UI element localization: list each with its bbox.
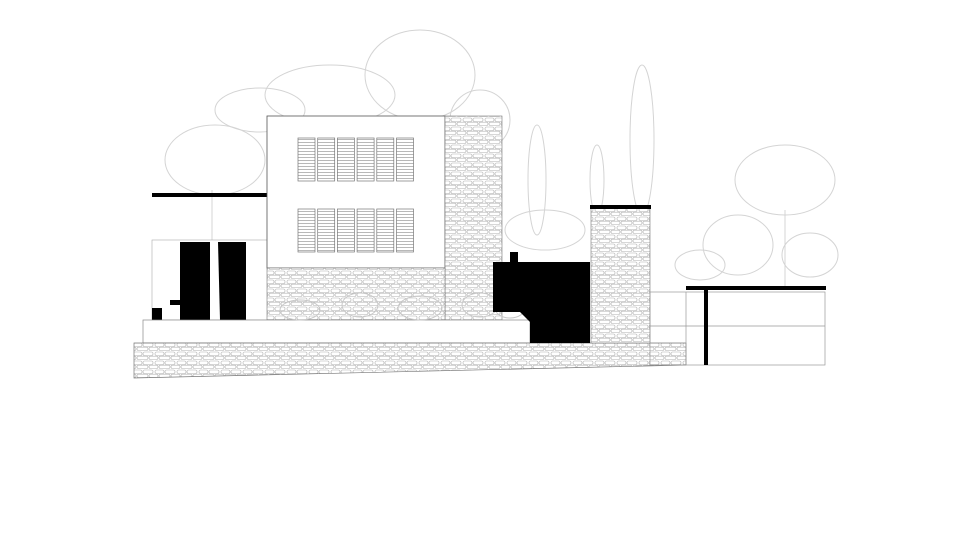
carport (649, 286, 826, 366)
dark-volume (493, 252, 590, 343)
shutter (396, 208, 414, 253)
shutter (396, 137, 414, 182)
shutter (297, 137, 316, 182)
shutter (376, 208, 395, 253)
stone-pillar (590, 205, 651, 344)
shutter (356, 208, 375, 253)
left-pavilion (151, 193, 269, 321)
terrace (142, 319, 531, 344)
shutter (337, 208, 355, 253)
main-house (266, 115, 503, 341)
window-shutters (297, 137, 414, 253)
shutter (317, 137, 336, 182)
shutter (337, 137, 355, 182)
shutter (317, 208, 336, 253)
shutter (376, 137, 395, 182)
shutter (297, 208, 316, 253)
shutter (356, 137, 375, 182)
stone-plinth (133, 342, 687, 379)
